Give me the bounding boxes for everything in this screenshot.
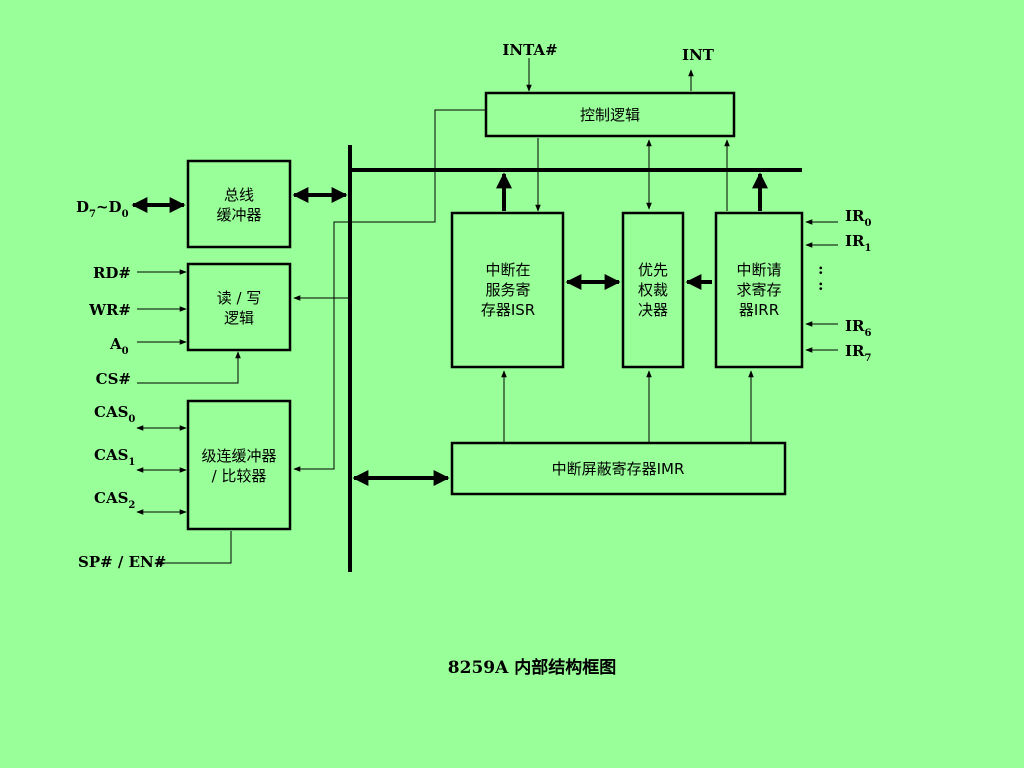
imr-block	[450, 441, 787, 496]
sp-en-line	[155, 531, 232, 566]
bus-buffer-block	[186, 159, 292, 249]
irr-label-1: 中断请	[736, 261, 781, 279]
rw-label-2: 逻辑	[224, 309, 254, 327]
wr-label: WR#	[88, 301, 131, 319]
irr-label-2: 求寄存	[736, 281, 781, 299]
bus-buffer-label-1: 总线	[224, 186, 254, 204]
ir-dots-1: :	[818, 260, 824, 278]
cs-line	[137, 351, 241, 384]
rw-label-1: 读 / 写	[217, 289, 262, 307]
cs-label: CS#	[96, 370, 131, 388]
isr-label-2: 服务寄	[485, 281, 530, 299]
ir6-label: IR6	[845, 317, 871, 339]
control-logic-block	[484, 91, 736, 138]
irr-label-3: 器IRR	[739, 301, 779, 319]
cas0-label: CAS0	[94, 403, 135, 425]
cas2-label: CAS2	[94, 489, 135, 511]
rw-logic-block	[186, 262, 292, 352]
bus-buffer-label-2: 缓冲器	[216, 206, 261, 224]
cascade-buffer-block	[186, 399, 292, 531]
prio-label-3: 决器	[638, 301, 668, 319]
prio-label-2: 权裁	[638, 281, 668, 299]
rd-label: RD#	[93, 264, 131, 282]
data-bus-label: D7~D0	[76, 198, 129, 220]
cascade-label-2: / 比较器	[212, 467, 267, 485]
int-label: INT	[682, 46, 715, 64]
isr-block	[450, 211, 565, 369]
ir-dots-2: :	[818, 276, 824, 294]
prio-label-1: 优先	[638, 261, 668, 279]
cas1-label: CAS1	[94, 446, 135, 468]
priority-resolver-block	[621, 211, 685, 369]
control-logic-label: 控制逻辑	[580, 106, 640, 124]
figure-caption: 8259A 内部结构框图	[448, 657, 616, 678]
ir0-label: IR0	[845, 207, 871, 229]
isr-label-3: 存器ISR	[481, 301, 535, 319]
cascade-label-1: 级连缓冲器	[201, 447, 276, 465]
a0-label: A0	[109, 335, 129, 357]
sp-en-label: SP# / EN#	[78, 553, 166, 571]
ir7-label: IR7	[845, 342, 871, 364]
isr-label-1: 中断在	[485, 261, 530, 279]
irr-block	[714, 211, 804, 369]
control-to-cascade-line	[293, 109, 486, 472]
inta-label: INTA#	[502, 41, 557, 59]
ir1-label: IR1	[845, 232, 871, 254]
imr-label: 中断屏蔽寄存器IMR	[552, 460, 685, 478]
